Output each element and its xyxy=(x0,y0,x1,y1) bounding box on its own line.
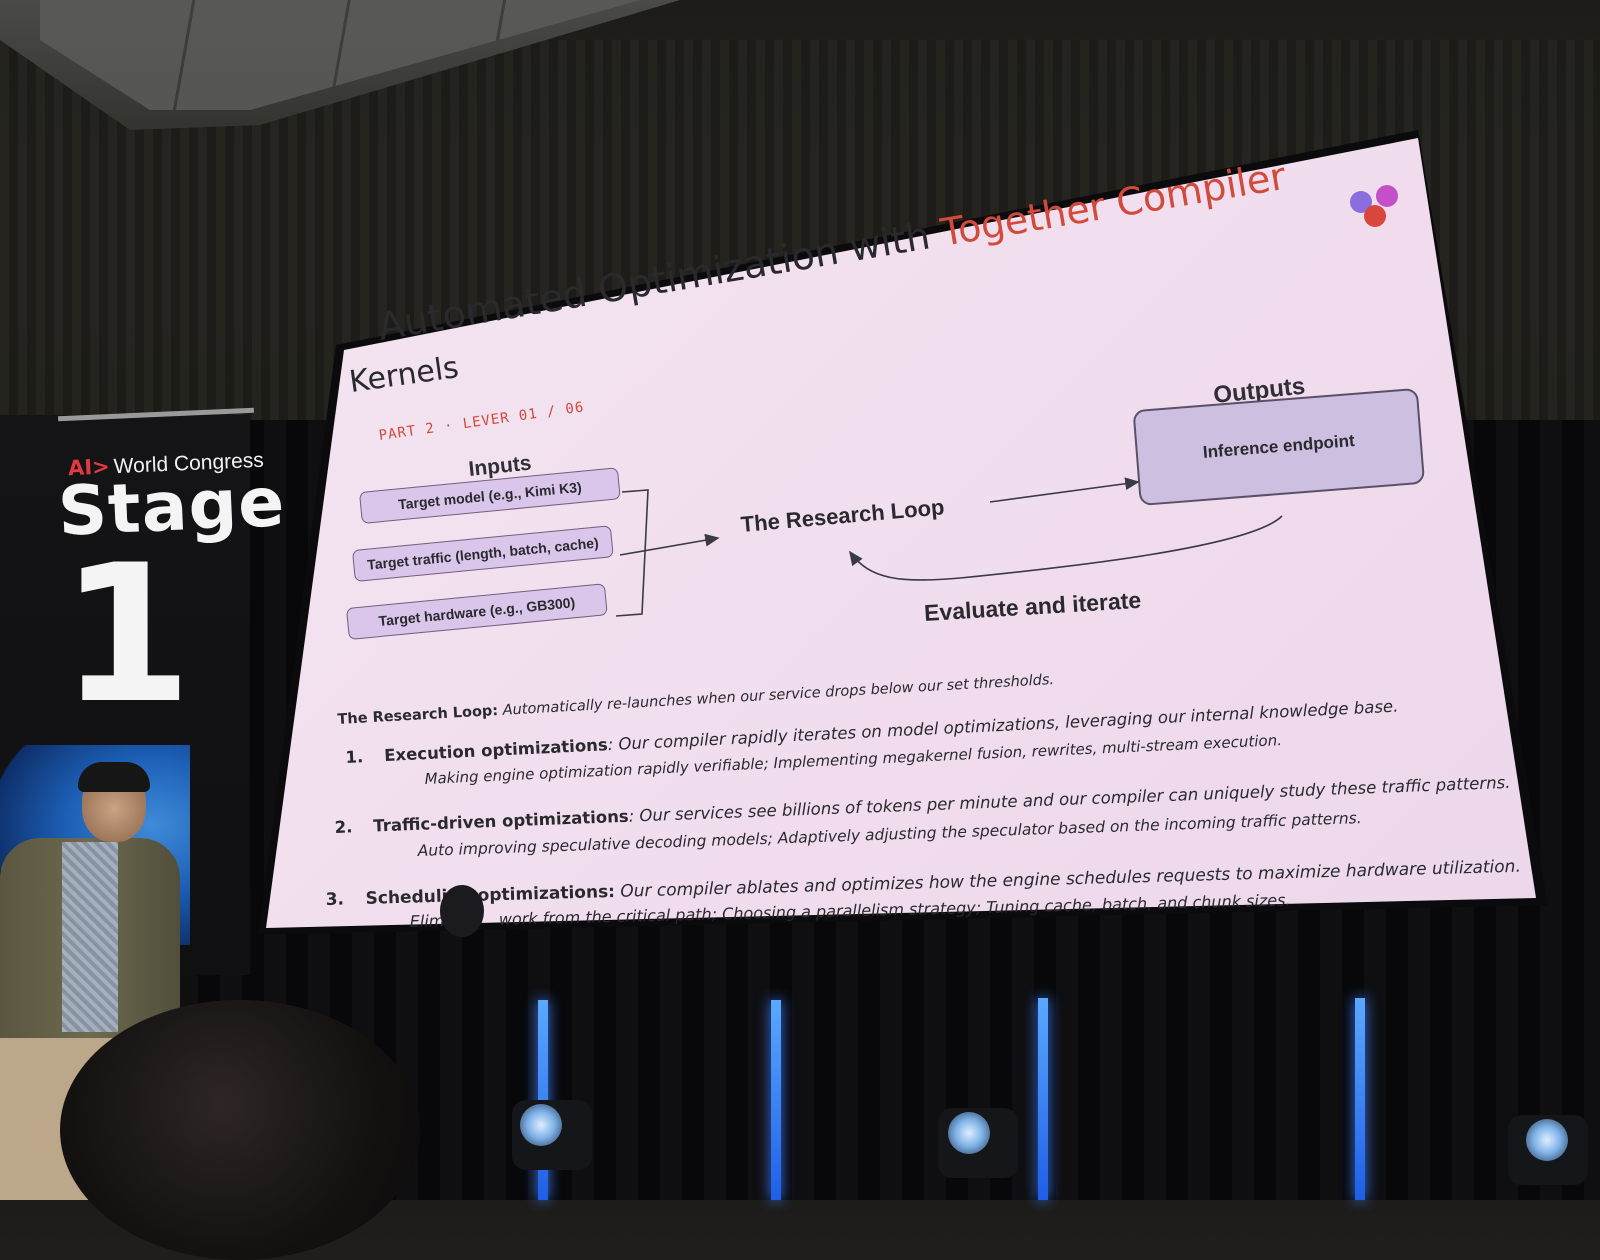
stage-light-fixture xyxy=(1508,1115,1588,1185)
stage-light-fixture xyxy=(512,1100,592,1170)
company-logo-icon xyxy=(1350,185,1410,235)
list-item-number: 3. xyxy=(325,889,345,910)
stage-light-beam xyxy=(1038,998,1048,1200)
list-item-number: 1. xyxy=(345,747,364,767)
stage-light-beam xyxy=(1355,998,1365,1200)
audience-head xyxy=(60,1000,420,1260)
banner-stage-number: 1 xyxy=(60,524,193,745)
speaker-hair xyxy=(78,762,150,792)
speaker-shirt xyxy=(62,842,118,1032)
stage-light-beam xyxy=(771,1000,781,1200)
stage-light-fixture xyxy=(938,1108,1018,1178)
audience-shadow xyxy=(440,885,484,937)
list-item-number: 2. xyxy=(334,817,353,837)
